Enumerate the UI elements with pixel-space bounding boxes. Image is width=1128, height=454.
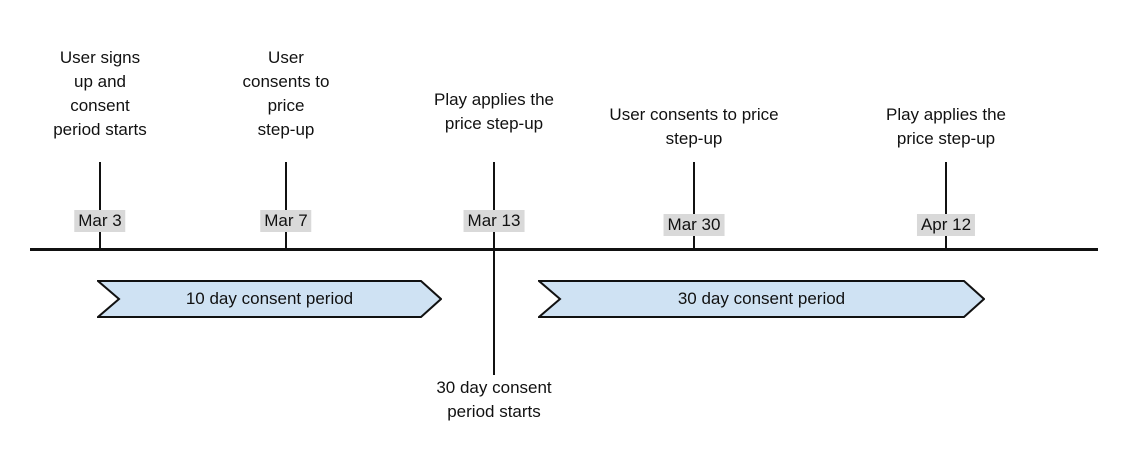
event-label-mar-30: User consents to price step-up: [609, 103, 778, 151]
event-label-line: price step-up: [444, 114, 544, 133]
event-label-line: period starts: [53, 120, 147, 139]
period-banner-label: 10 day consent period: [185, 289, 354, 308]
date-chip-apr-12: Apr 12: [916, 214, 976, 236]
event-tick-mar-30: [693, 162, 695, 249]
event-tick-mar-13: [493, 162, 495, 249]
consent-period-banner-30-day: 30 day consent period: [538, 280, 985, 318]
event-label-line: Play applies the: [885, 105, 1007, 124]
date-chip-mar-7: Mar 7: [260, 210, 312, 232]
event-label-line: consent: [70, 96, 130, 115]
note-30-day-consent-period-starts: 30 day consent period starts: [436, 376, 551, 424]
note-line: 30 day consent: [436, 378, 552, 397]
event-tick-apr-12: [945, 162, 947, 249]
consent-period-banner-10-day: 10 day consent period: [97, 280, 442, 318]
event-tick-mar-3: [99, 162, 101, 249]
period-banner-label: 30 day consent period: [677, 289, 846, 308]
event-label-line: Play applies the: [433, 90, 555, 109]
event-label-line: price: [267, 96, 305, 115]
event-label-line: consents to: [242, 72, 330, 91]
note-line: period starts: [447, 402, 541, 421]
date-chip-mar-30: Mar 30: [663, 214, 725, 236]
date-chip-mar-13: Mar 13: [463, 210, 525, 232]
event-label-mar-3: User signs up and consent period starts: [53, 46, 147, 142]
event-tick-mar-7: [285, 162, 287, 249]
event-label-line: step-up: [665, 129, 723, 148]
event-label-apr-12: Play applies the price step-up: [886, 103, 1006, 151]
event-tick-mar-13-below: [493, 249, 495, 375]
timeline-axis: [30, 248, 1098, 251]
period-arrow-shape: [538, 280, 985, 318]
period-arrow-shape: [97, 280, 442, 318]
event-label-line: User signs: [59, 48, 141, 67]
event-label-mar-7: User consents to price step-up: [243, 46, 330, 142]
event-label-line: price step-up: [896, 129, 996, 148]
event-label-mar-13: Play applies the price step-up: [434, 88, 554, 136]
date-chip-mar-3: Mar 3: [74, 210, 126, 232]
event-label-line: User: [268, 48, 304, 67]
event-label-line: up and: [73, 72, 126, 91]
event-label-line: User consents to price: [609, 105, 779, 124]
event-label-line: step-up: [257, 120, 315, 139]
